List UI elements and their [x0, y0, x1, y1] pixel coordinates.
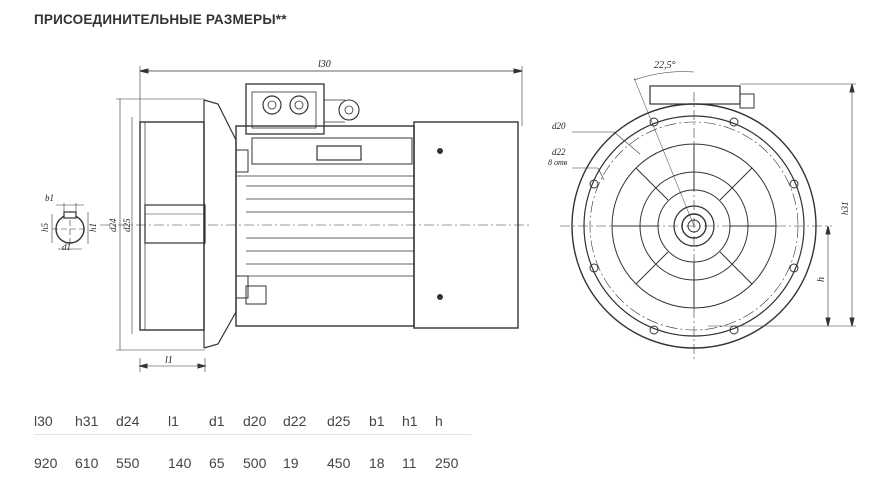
value-cell: 550 [116, 455, 140, 471]
value-cell: 920 [34, 455, 58, 471]
motor-front-view [560, 71, 856, 360]
value-cell: 11 [402, 455, 417, 471]
table-header-row: l30 h31 d24 l1 d1 d20 d22 d25 b1 h1 h [34, 408, 471, 435]
header-cell: d24 [116, 408, 168, 435]
label-d20: d20 [552, 121, 566, 131]
label-d24: d24 [108, 218, 118, 232]
value-cell: 65 [209, 455, 225, 471]
header-cell: h31 [75, 408, 116, 435]
label-h31: h31 [840, 202, 850, 216]
value-cell: 18 [369, 455, 385, 471]
header-cell: h1 [402, 408, 435, 435]
section-title: ПРИСОЕДИНИТЕЛЬНЫЕ РАЗМЕРЫ** [34, 12, 287, 27]
table-row: 920 610 550 140 65 500 19 450 18 11 250 [34, 435, 471, 478]
label-l1: l1 [165, 355, 173, 366]
header-cell: d1 [209, 408, 243, 435]
header-cell: d25 [327, 408, 369, 435]
label-d1: d1 [62, 242, 71, 252]
label-l30: l30 [318, 59, 331, 70]
header-cell: l1 [168, 408, 209, 435]
dimensions-table: l30 h31 d24 l1 d1 d20 d22 d25 b1 h1 h 92… [34, 408, 471, 477]
motor-side-view [100, 66, 530, 372]
label-angle: 22,5° [654, 60, 676, 71]
label-d22: d22 [552, 147, 566, 157]
label-h5: h5 [40, 223, 50, 233]
label-h: h [816, 277, 827, 282]
label-holes: 8 отв [548, 158, 568, 167]
header-cell: d22 [283, 408, 327, 435]
header-cell: b1 [369, 408, 402, 435]
value-cell: 140 [168, 455, 192, 471]
value-cell: 450 [327, 455, 351, 471]
value-cell: 610 [75, 455, 99, 471]
label-b1: b1 [45, 193, 54, 203]
value-cell: 19 [283, 455, 299, 471]
header-cell: h [435, 408, 471, 435]
header-cell: l30 [34, 408, 75, 435]
header-cell: d20 [243, 408, 283, 435]
label-h1: h1 [88, 223, 98, 232]
label-d25: d25 [122, 218, 132, 232]
value-cell: 500 [243, 455, 267, 471]
shaft-section [51, 203, 89, 250]
value-cell: 250 [435, 455, 459, 471]
motor-dimension-drawing: l30 l1 d24 d25 b1 h1 h5 d1 22,5° d20 d22… [40, 59, 856, 372]
